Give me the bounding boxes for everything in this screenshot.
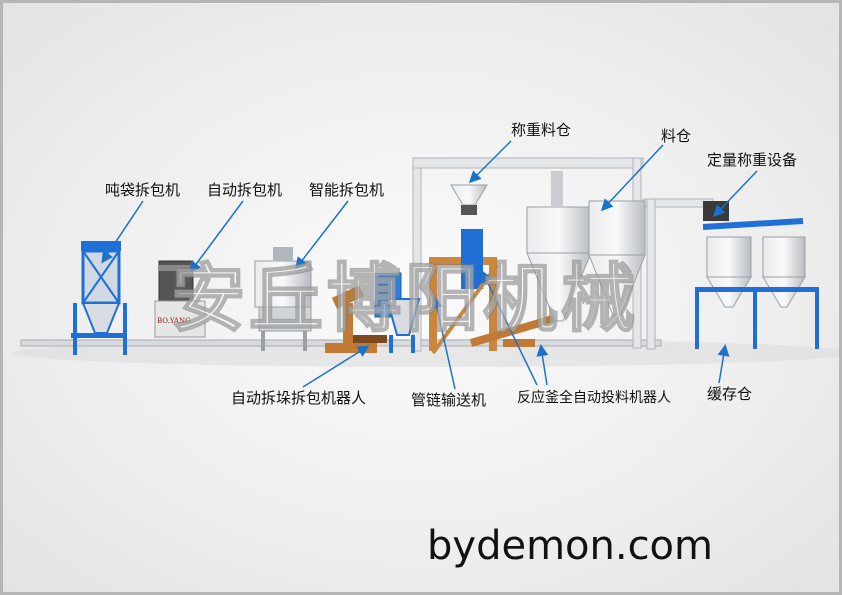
label-quantitative-weighing: 定量称重设备	[707, 151, 798, 169]
inclined-screw-conveyor	[469, 315, 555, 347]
weighing-bin-vessel	[450, 184, 488, 215]
blue-cyclone-unit	[374, 272, 421, 353]
label-auto-unpacker: 自动拆包机	[207, 181, 283, 199]
label-buffer-bin: 缓存仓	[707, 385, 753, 403]
brand-watermark: 安丘博阳机械	[170, 255, 639, 343]
machine-badge: BO.YANG	[157, 317, 191, 325]
website-text: bydemon.com	[427, 523, 713, 569]
label-robot-unpacker: 自动拆垛拆包机器人	[231, 389, 367, 407]
label-material-bin: 料仓	[661, 127, 692, 145]
material-bin-vessels	[526, 171, 646, 322]
label-reactor-feeding-robot: 反应釜全自动投料机器人	[517, 390, 671, 406]
ton-bag-unpacker-machine	[71, 241, 127, 355]
production-line-illustration: BO.YANG	[13, 140, 839, 390]
buffer-bin-vessels	[695, 236, 819, 349]
label-arrows	[101, 140, 758, 390]
label-weighing-bin: 称重料仓	[511, 121, 572, 139]
robot-unpacker	[325, 285, 387, 353]
label-tube-chain-conveyor: 管链输送机	[411, 391, 487, 409]
label-smart-unpacker: 智能拆包机	[309, 181, 385, 199]
label-ton-bag-unpacker: 吨袋拆包机	[105, 181, 181, 199]
quantitative-weighing-screw	[702, 201, 804, 230]
auto-unpacker-machine: BO.YANG	[154, 260, 206, 338]
